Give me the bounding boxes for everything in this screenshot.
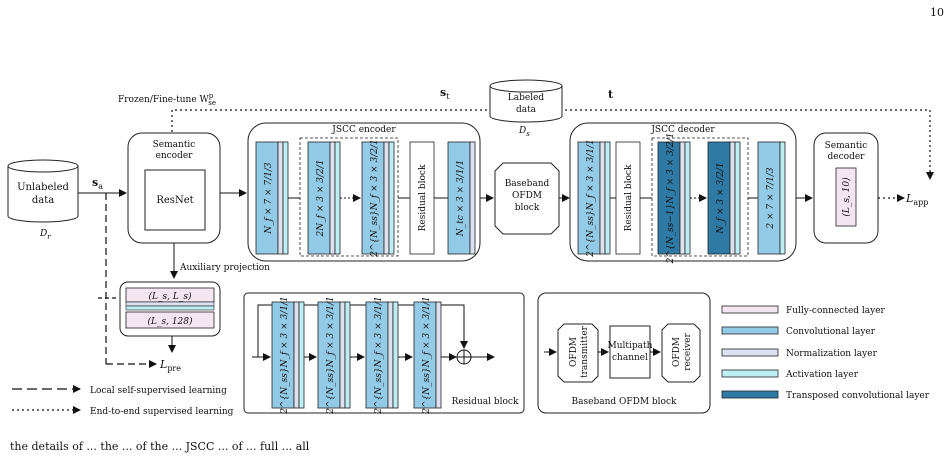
res-layer-1-label: 2^{N_ss}N_f × 3 × 3/1/1 [280,296,290,415]
sum-node [456,349,472,365]
residual-block-detail: Residual block 2^{N_ss}N_f × 3 × 3/1/1 2… [243,292,525,415]
enc-layer-3: 2^{N_ss}N_f × 3 × 3/2/1 [361,139,395,258]
multipath-channel: Multipath channel [608,325,653,379]
enc-residual-block: Residual block [409,141,435,255]
enc-layer-2-label: 2N_f × 3 × 3/2/1 [316,160,326,238]
semantic-decoder: Semantic decoder (L_s, 10) [813,132,879,244]
dec-layer-2-label: 2^{N_ss−1}N_f × 3 × 3/2/1 [666,133,676,265]
loss-pre: Lpre [159,358,181,373]
dec-layer-last: 2 × 7 × 7/1/3 [757,141,786,255]
baseband-line3: block [515,203,540,213]
jscc-encoder-title: JSCC encoder [331,125,396,135]
ofdm-block-title: Baseband OFDM block [572,397,677,407]
dec-upsample-group [651,137,749,257]
legend-conv-label: Convolutional layer [786,327,876,337]
dataset-s-label: Ds [518,126,530,138]
semantic-decoder-fc [835,167,857,227]
aux-layer-1: (L_s, L_s) [149,291,192,302]
dec-layer-last-label: 2 × 7 × 7/1/3 [766,167,776,229]
jscc-decoder: JSCC decoder 2^{N_ss}N_f × 3 × 3/1/1 Res… [569,122,797,265]
dec-layer-2: 2^{N_ss−1}N_f × 3 × 3/2/1 [657,133,691,265]
labeled-data-cylinder: Labeled data [489,79,563,123]
legend-tconv-label: Transposed convolutional layer [786,391,930,401]
unlabeled-line2: data [32,195,54,206]
legend-swatch-fc [721,305,779,314]
dec-residual-block: Residual block [615,141,641,255]
legend-swatch-tconv [721,390,779,399]
sa-label: sa [92,176,103,191]
layer-legend: Fully-connected layer Convolutional laye… [721,305,930,401]
baseband-line1: Baseband [505,179,550,189]
ofdm-receiver: OFDM receiver [661,323,701,383]
semantic-encoder-title2: encoder [156,151,194,161]
labeled-line1: Labeled [508,93,545,103]
dec-layer-3: N_f × 3 × 3/2/1 [707,141,741,255]
baseband-ofdm-center: Baseband OFDM block [494,162,560,235]
res-layer-2-label: 2^{N_ss}N_f × 3 × 3/1/1 [326,296,336,415]
st-label: st [440,86,450,101]
enc-layer-3-label: 2^{N_ss}N_f × 3 × 3/2/1 [370,139,380,258]
jscc-decoder-title: JSCC decoder [650,125,715,135]
ofdm-rx-line2: receiver [683,333,693,371]
residual-block-title: Residual block [452,397,519,407]
res-layer-2: 2^{N_ss}N_f × 3 × 3/1/1 [317,296,351,415]
enc-residual-label: Residual block [418,164,428,231]
ofdm-tx-line2: transmitter [580,325,590,378]
semantic-decoder-layer: (L_s, 10) [841,177,852,217]
resnet-box [144,169,206,231]
auxiliary-projection: (L_s, L_s) (L_s, 128) [119,281,221,337]
legend-act-label: Activation layer [785,370,859,380]
enc-downsample-group [299,137,399,257]
t-label: t [608,88,614,101]
dec-layer-3-label: N_f × 3 × 3/2/1 [716,162,726,234]
legend-fc-label: Fully-connected layer [786,306,886,316]
legend-swatch-act [721,369,779,378]
e2e-arrowhead [926,172,934,180]
aux-layer-2: (L_s, 128) [147,316,193,327]
unlabeled-line1: Unlabeled [17,182,69,193]
semantic-decoder-title2: decoder [828,152,866,162]
enc-layer-1-label: N_f × 7 × 7/1/3 [264,162,274,234]
semantic-encoder: Semantic encoder ResNet [127,132,221,244]
auxiliary-title: Auxiliary projection [179,263,270,273]
res-layer-3-label: 2^{N_ss}N_f × 3 × 3/1/1 [374,296,384,415]
ofdm-transmitter: OFDM transmitter [557,323,599,383]
jscc-encoder: JSCC encoder N_f × 7 × 7/1/3 2N_f × 3 × … [247,122,481,262]
loss-app: Lapp [905,192,928,207]
legend-local-label: Local self-supervised learning [90,386,227,396]
ofdm-block-detail: Baseband OFDM block OFDM transmitter Mul… [537,292,711,414]
channel-line2: channel [612,353,648,363]
ofdm-rx-line1: OFDM [672,337,682,367]
enc-layer-last: N_tc × 3 × 3/1/1 [447,141,476,255]
baseband-line2: OFDM [512,191,542,201]
dec-residual-label: Residual block [624,164,634,231]
page-number: 10 [930,6,944,19]
resnet-label: ResNet [156,195,193,206]
res-layer-4-label: 2^{N_ss}N_f × 3 × 3/1/1 [422,296,432,415]
enc-layer-2: 2N_f × 3 × 3/2/1 [307,141,341,255]
legend-swatch-conv [721,326,779,335]
enc-layer-1: N_f × 7 × 7/1/3 [255,141,289,255]
ofdm-tx-line1: OFDM [569,337,579,367]
channel-line1: Multipath [608,341,653,351]
labeled-line2: data [516,105,537,115]
res-layer-3: 2^{N_ss}N_f × 3 × 3/1/1 [365,296,399,415]
legend-e2e-label: End-to-end supervised learning [90,407,234,417]
res-layer-4: 2^{N_ss}N_f × 3 × 3/1/1 [413,296,442,415]
unlabeled-data-cylinder: Unlabeled data [7,159,79,223]
legend-norm-label: Normalization layer [786,349,878,359]
enc-layer-last-label: N_tc × 3 × 3/1/1 [456,160,466,238]
dec-layer-first-label: 2^{N_ss}N_f × 3 × 3/1/1 [586,139,596,258]
semantic-encoder-title1: Semantic [153,140,196,150]
res-layer-1: 2^{N_ss}N_f × 3 × 3/1/1 [271,296,305,415]
legend-swatch-norm [721,348,779,357]
dec-layer-first: 2^{N_ss}N_f × 3 × 3/1/1 [577,139,611,258]
semantic-decoder-title1: Semantic [825,141,868,151]
caption-fragment: the details of ... the ... of the ... JS… [10,440,310,453]
dataset-r-label: Dr [39,229,51,241]
